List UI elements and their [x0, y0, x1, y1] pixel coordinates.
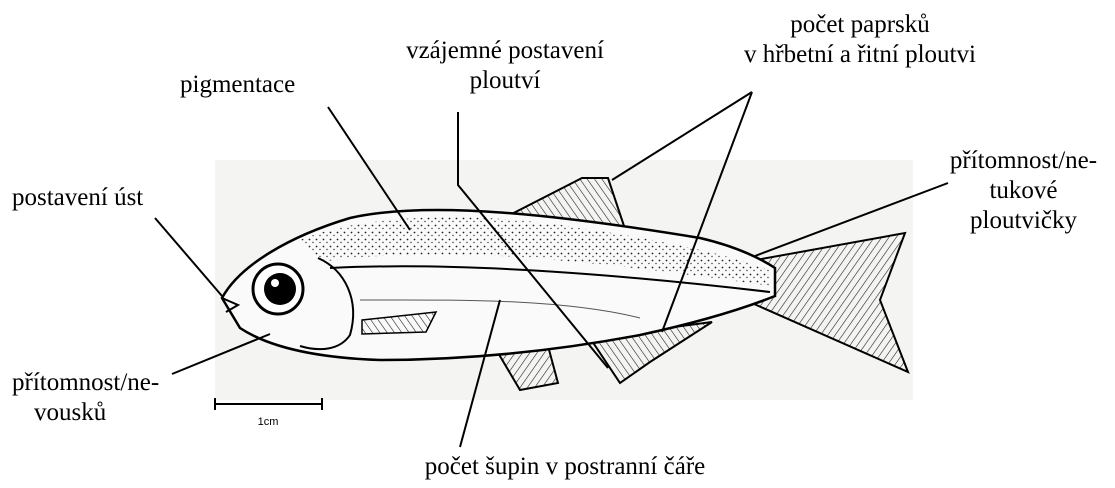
label-ray-count-line2: v hřbetní a řitní ploutvi: [715, 40, 1005, 70]
label-ray-count: počet paprsků v hřbetní a řitní ploutvi: [715, 10, 1005, 70]
label-ray-count-line1: počet paprsků: [715, 10, 1005, 40]
label-fin-position: vzájemné postavení ploutví: [390, 36, 620, 96]
label-fin-position-line1: vzájemné postavení: [390, 36, 620, 66]
label-fin-position-line2: ploutví: [390, 66, 620, 96]
eye-highlight: [271, 279, 279, 287]
label-barbels: přítomnost/ne- vousků: [12, 368, 159, 428]
label-adipose-fin-line1: přítomnost/ne-: [936, 146, 1111, 176]
label-adipose-fin: přítomnost/ne- tukové ploutvičky: [936, 146, 1111, 236]
label-mouth-position: postavení úst: [12, 183, 143, 213]
label-adipose-fin-line3: ploutvičky: [936, 206, 1111, 236]
label-lateral-line-scales: počet šupin v postranní čáře: [375, 452, 755, 482]
label-barbels-line1: přítomnost/ne-: [12, 368, 159, 398]
label-barbels-line2: vousků: [12, 398, 159, 428]
label-pigmentation: pigmentace: [180, 70, 295, 100]
label-adipose-fin-line2: tukové: [936, 176, 1111, 206]
scale-bar-label: 1cm: [258, 416, 279, 428]
leader-mouth-position: [155, 218, 222, 296]
pupil: [264, 273, 296, 305]
